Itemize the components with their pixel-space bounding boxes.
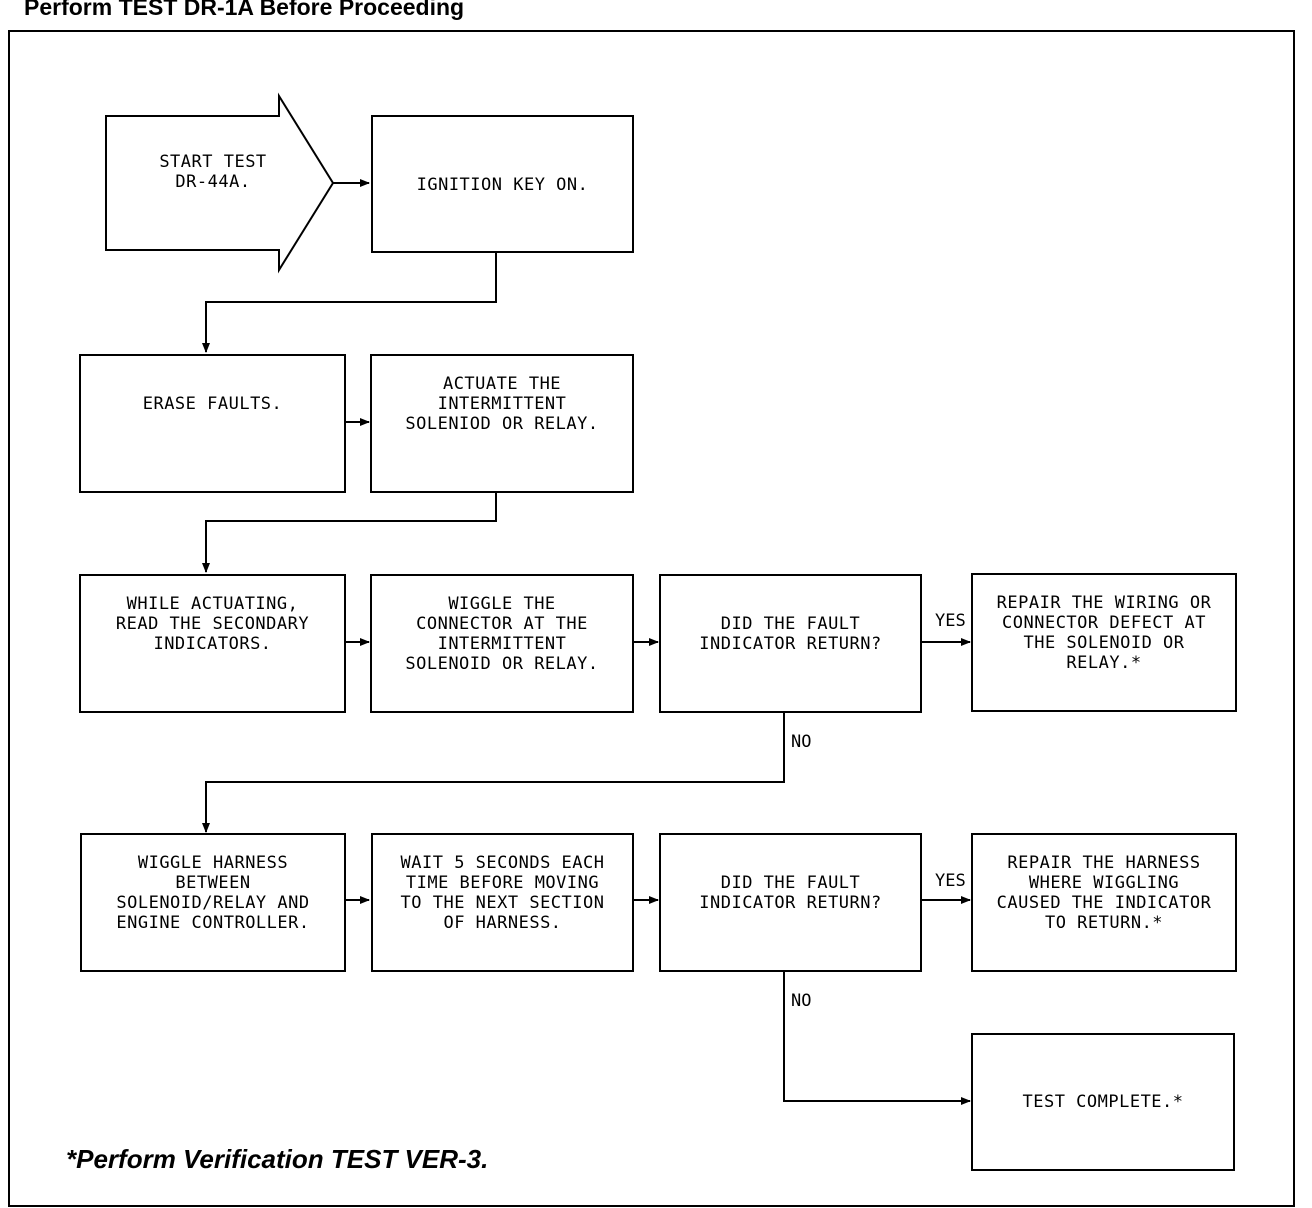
- decision-1-label: DID THE FAULT INDICATOR RETURN?: [699, 614, 882, 654]
- footnote: *Perform Verification TEST VER-3.: [66, 1144, 489, 1174]
- while-actuating-box: WHILE ACTUATING, READ THE SECONDARY INDI…: [79, 574, 346, 713]
- test-complete-box: TEST COMPLETE.*: [971, 1033, 1235, 1171]
- start-arrow-shape: [105, 92, 335, 274]
- erase-faults-label: ERASE FAULTS.: [142, 394, 283, 414]
- decision-2-label: DID THE FAULT INDICATOR RETURN?: [699, 873, 882, 913]
- wiggle-connector-label: WIGGLE THE CONNECTOR AT THE INTERMITTENT…: [405, 594, 599, 674]
- yes-label-2: YES: [935, 871, 966, 891]
- repair-wiring-box: REPAIR THE WIRING OR CONNECTOR DEFECT AT…: [971, 573, 1237, 712]
- while-actuating-label: WHILE ACTUATING, READ THE SECONDARY INDI…: [115, 594, 310, 654]
- diagram-frame: [8, 30, 1295, 1207]
- decision-2-box: DID THE FAULT INDICATOR RETURN?: [659, 833, 922, 972]
- decision-1-box: DID THE FAULT INDICATOR RETURN?: [659, 574, 922, 713]
- edge-actuate-to-while: [202, 492, 497, 573]
- erase-faults-box: ERASE FAULTS.: [79, 354, 346, 493]
- actuate-solenoid-box: ACTUATE THE INTERMITTENT SOLENIOD OR REL…: [370, 354, 634, 493]
- ignition-key-on-label: IGNITION KEY ON.: [416, 175, 589, 195]
- no-label-1: NO: [791, 732, 812, 752]
- wiggle-connector-box: WIGGLE THE CONNECTOR AT THE INTERMITTENT…: [370, 574, 634, 713]
- repair-wiring-label: REPAIR THE WIRING OR CONNECTOR DEFECT AT…: [996, 593, 1212, 673]
- test-complete-label: TEST COMPLETE.*: [1022, 1092, 1184, 1112]
- wiggle-harness-label: WIGGLE HARNESS BETWEEN SOLENOID/RELAY AN…: [116, 853, 310, 933]
- no-label-2: NO: [791, 991, 812, 1011]
- wiggle-harness-box: WIGGLE HARNESS BETWEEN SOLENOID/RELAY AN…: [80, 833, 346, 972]
- start-test-label: START TEST DR-44A.: [159, 152, 267, 192]
- edge-decision2-no: [783, 970, 971, 1105]
- edge-ignition-to-erase: [202, 253, 497, 353]
- wait-5-seconds-box: WAIT 5 SECONDS EACH TIME BEFORE MOVING T…: [371, 833, 634, 972]
- edge-decision1-no: [202, 712, 785, 833]
- wait-5-seconds-label: WAIT 5 SECONDS EACH TIME BEFORE MOVING T…: [400, 853, 605, 933]
- yes-label-1: YES: [935, 611, 966, 631]
- repair-harness-label: REPAIR THE HARNESS WHERE WIGGLING CAUSED…: [996, 853, 1212, 933]
- actuate-solenoid-label: ACTUATE THE INTERMITTENT SOLENIOD OR REL…: [405, 374, 599, 434]
- ignition-key-on-box: IGNITION KEY ON.: [371, 115, 634, 253]
- repair-harness-box: REPAIR THE HARNESS WHERE WIGGLING CAUSED…: [971, 833, 1237, 972]
- page-title: Perform TEST DR-1A Before Proceeding: [24, 0, 465, 20]
